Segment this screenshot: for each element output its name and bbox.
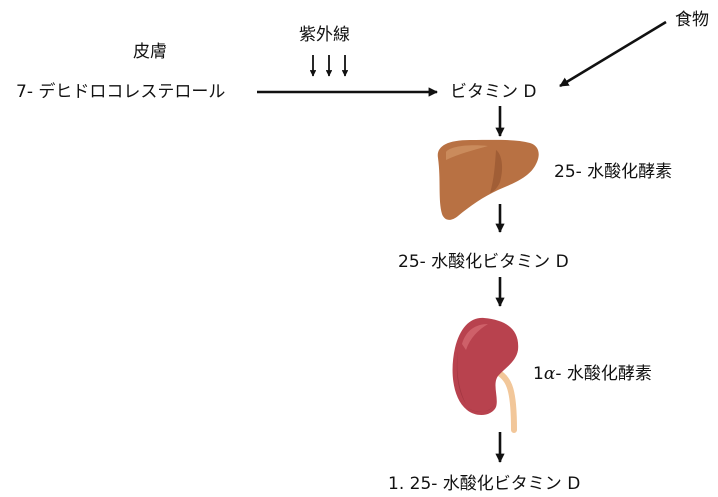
calcitriol-label: 1. 25- 水酸化ビタミン D [388, 474, 581, 494]
kidney-enzyme-suffix: - 水酸化酵素 [555, 364, 652, 384]
food-arrow [559, 20, 667, 88]
uv-arrows [309, 55, 349, 77]
liver-enzyme-label: 25- 水酸化酵素 [554, 162, 673, 182]
food-label: 食物 [675, 10, 709, 30]
uv-label: 紫外線 [299, 25, 350, 45]
skin-label: 皮膚 [133, 42, 167, 62]
alpha-symbol: α [543, 364, 556, 384]
kidney-icon [452, 317, 519, 433]
calcidiol-label: 25- 水酸化ビタミン D [398, 252, 569, 272]
kidney-enzyme-prefix: 1 [533, 364, 544, 384]
liver-icon [437, 139, 539, 220]
precursor-label: 7- デヒドロコレステロール [16, 82, 226, 102]
kidney-enzyme-label: 1α- 水酸化酵素 [533, 364, 652, 384]
vitamin-d-label: ビタミン D [450, 82, 537, 102]
